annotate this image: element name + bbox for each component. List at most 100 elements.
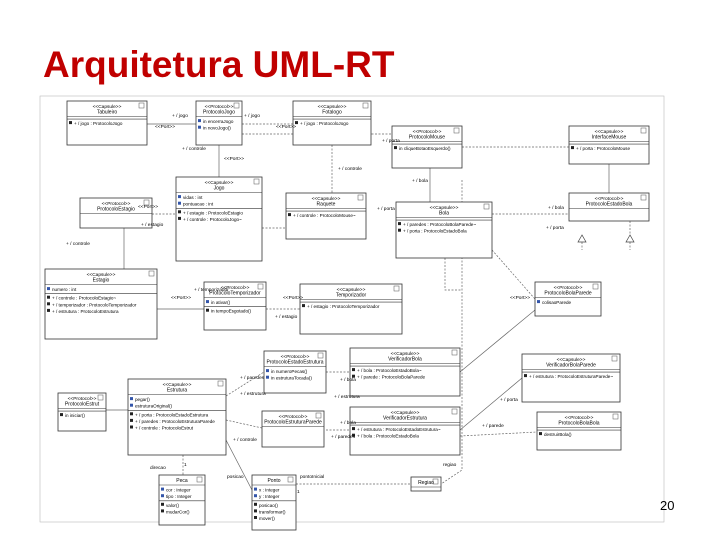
class-attribute: x : Integer (259, 488, 280, 493)
connector-label: + / bola (412, 178, 428, 184)
connector-label: + / porta (382, 138, 400, 144)
association-line (444, 258, 462, 291)
uml-class-tabuleiro[interactable]: <<Capsule>>Tabuleiro+ / jogo : Protocolo… (66, 100, 148, 146)
connector-label: <<Port>> (276, 124, 296, 130)
uml-class-protoestrutparede[interactable]: <<Protocol>>ProtocoloEstruturaParede (261, 410, 325, 448)
connector-label: <<Port>> (155, 124, 175, 130)
class-attribute: pegar() (135, 397, 150, 402)
capsule-icon (453, 127, 460, 134)
port-icon (206, 308, 209, 312)
capsule-icon (317, 352, 324, 359)
connector-label: + / parede (482, 423, 504, 429)
uml-class-protobolaparede[interactable]: <<Protocol>>ProtocoloBolaParedecolisaoPa… (534, 281, 602, 317)
port-icon (352, 427, 355, 431)
uml-class-protoestadobola[interactable]: <<Protocol>>ProtocoloEstadoBola (568, 192, 650, 222)
uml-class-verificadorbola[interactable]: <<Capsule>>VerificadorBola+ / bola : Pro… (349, 347, 461, 397)
class-port: + / paredes : ProtocoloBolaParede~ (403, 222, 476, 227)
class-name: ProtocoloTemporizador (209, 291, 261, 297)
port-icon (254, 509, 257, 513)
port-icon (352, 374, 355, 378)
class-port: in cliqueBotaoEsquerdo() (399, 146, 451, 151)
class-name: Fotalogo (322, 110, 342, 116)
uml-class-interfacemouse[interactable]: <<Capsule>>InterfaceMouse+ / porta : Pro… (568, 125, 650, 165)
uml-class-bola[interactable]: <<Capsule>>Bola+ / paredes : ProtocoloBo… (395, 201, 493, 259)
connector-label: + / controle (182, 146, 206, 152)
capsule-icon (362, 102, 369, 109)
port-icon (295, 121, 298, 125)
class-attribute: vidas : int (183, 195, 203, 200)
connector-label: 1 (184, 462, 187, 468)
class-port: + / controle : ProtocoloJogo~ (183, 217, 242, 222)
attribute-icon (178, 201, 181, 205)
uml-class-fotalogo[interactable]: <<Capsule>>Fotalogo+ / jogo : ProtocoloJ… (292, 100, 372, 146)
port-icon (302, 304, 305, 308)
association-line (459, 431, 538, 437)
connector-label: <<Port>> (283, 295, 303, 301)
port-icon (47, 295, 50, 299)
port-icon (178, 216, 181, 220)
class-stereotype: <<Protocol>> (279, 414, 308, 420)
attribute-icon (266, 375, 269, 379)
port-icon (47, 302, 50, 306)
class-port: + / porta : ProtocoloMouse (576, 146, 630, 151)
capsule-icon (196, 476, 203, 483)
capsule-icon (451, 408, 458, 415)
class-port: + / paredes : ProtocoloEstruturaParede (135, 419, 215, 424)
class-name: Temporizador (336, 293, 367, 299)
capsule-icon (640, 127, 647, 134)
port-icon (398, 222, 401, 226)
capsule-icon (357, 194, 364, 201)
port-icon (288, 213, 291, 217)
class-stereotype: <<Protocol>> (554, 285, 583, 291)
class-stereotype: <<Capsule>> (557, 357, 586, 363)
capsule-icon (138, 102, 145, 109)
class-box (536, 411, 622, 451)
class-name: Raquete (317, 202, 336, 208)
class-name: ProtocoloBolaBola (558, 421, 599, 427)
connector-label: + / paredes (240, 375, 265, 381)
class-stereotype: <<Capsule>> (595, 129, 624, 135)
class-port: posicao() (259, 503, 278, 508)
class-box (349, 406, 461, 456)
uml-class-estrutura[interactable]: <<Capsule>>Estruturapegar()estruturaOrig… (127, 378, 227, 456)
connector-label: 1 (297, 489, 300, 495)
uml-class-temporizador[interactable]: <<Capsule>>Temporizador+ / estagio : Pro… (299, 283, 403, 335)
class-port: + / temporizador : ProtocoloTemporizador (52, 302, 137, 307)
connector-label: + / estagio (141, 222, 164, 228)
class-box (292, 100, 372, 146)
uml-class-verificadorestrut[interactable]: <<Capsule>>VerificadorEstrutura+ / estru… (349, 406, 461, 456)
connector-label: + / paredes (331, 434, 356, 440)
uml-class-verificadorparede[interactable]: <<Capsule>>VerificadorBolaParede+ / estr… (521, 353, 621, 403)
port-icon (130, 412, 133, 416)
connector-label: + / porta (377, 206, 395, 212)
port-icon (352, 368, 355, 372)
capsule-icon (97, 394, 104, 401)
class-attribute: cor : Integer (166, 488, 191, 493)
class-box (568, 125, 650, 165)
capsule-icon (483, 203, 490, 210)
attribute-icon (266, 369, 269, 373)
capsule-icon (640, 194, 647, 201)
uml-class-protoestagio[interactable]: <<Protocol>>ProtocoloEstagio (79, 197, 153, 229)
uml-class-regiao[interactable]: Regiao (410, 476, 442, 492)
class-port: + / estrutura : ProtocoloEstrutura (52, 309, 119, 314)
connector-label: + / porta (500, 397, 518, 403)
attribute-icon (254, 487, 257, 491)
port-icon (130, 425, 133, 429)
uml-class-raquete[interactable]: <<Capsule>>Raquete+ / controle : Protoco… (285, 192, 367, 240)
class-attribute: in encerraJogo (203, 119, 234, 124)
class-port: + / bola : ProtocoloEstadoBola~ (357, 368, 422, 373)
class-box (251, 474, 297, 531)
uml-class-protobolabola[interactable]: <<Protocol>>ProtocoloBolaBoladestruirBol… (536, 411, 622, 451)
class-stereotype: <<Protocol>> (102, 201, 131, 207)
